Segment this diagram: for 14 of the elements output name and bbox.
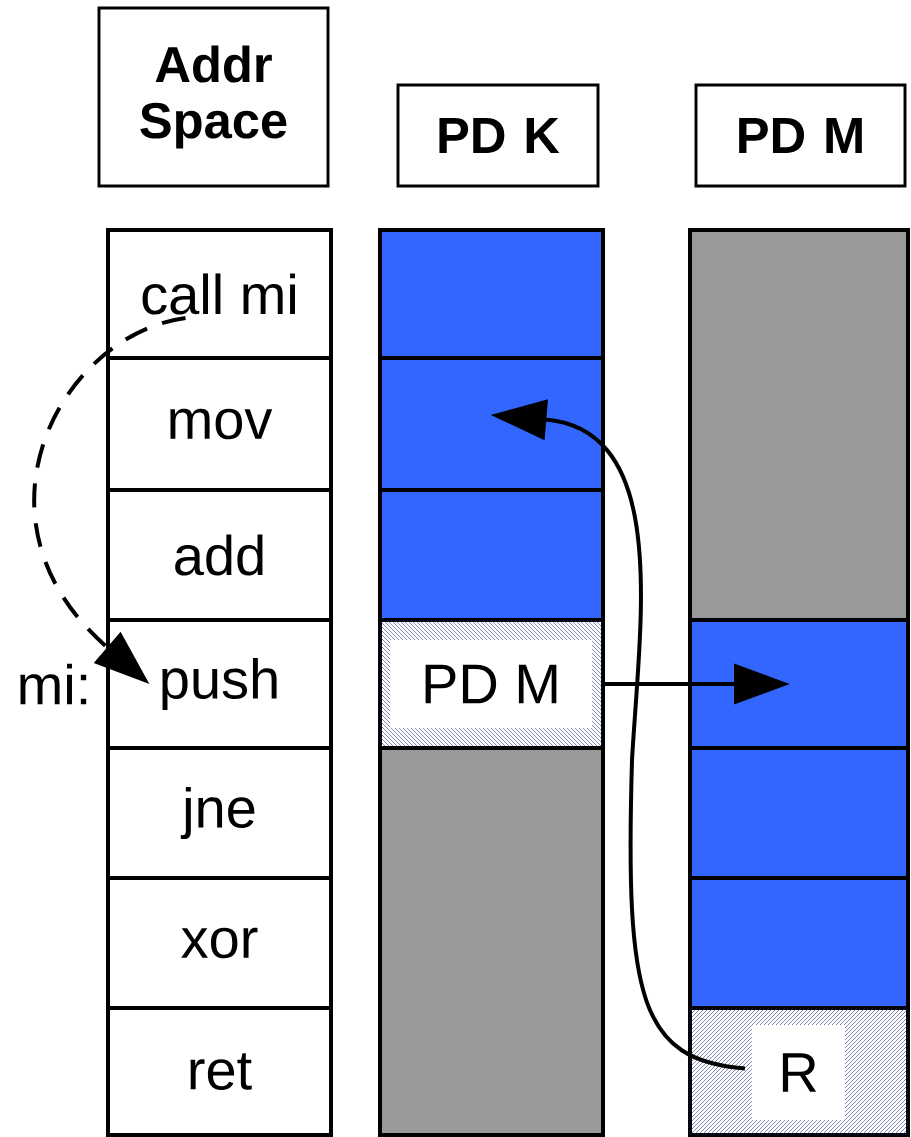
instruction-cell: push <box>106 618 333 750</box>
column-header: PD M <box>694 83 907 188</box>
hatched-block: R <box>752 1025 845 1120</box>
instruction-cell: add <box>106 488 333 622</box>
hatched-block: PD M <box>390 640 592 728</box>
instruction-cell: mov <box>106 356 333 492</box>
instruction-cell: jne <box>106 746 333 880</box>
column-header: PD K <box>396 83 600 188</box>
instruction-cell: call mi <box>106 228 333 360</box>
label: mi: <box>20 663 87 705</box>
memory-block <box>378 746 605 1137</box>
column-header: Addr Space <box>97 6 330 188</box>
instruction-cell: xor <box>106 876 333 1010</box>
instruction-cell: ret <box>106 1006 333 1137</box>
